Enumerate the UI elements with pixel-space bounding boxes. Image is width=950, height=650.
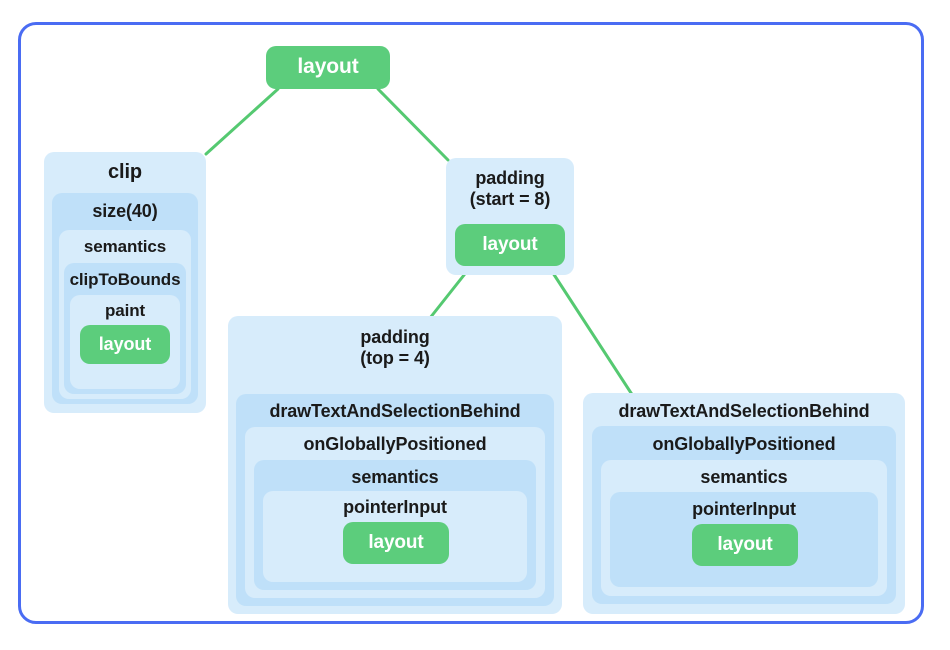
node-label: semantics — [83, 237, 167, 256]
node-clip[interactable]: clip size(40) semantics clipToBounds pai… — [44, 152, 206, 413]
node-label: semantics — [700, 467, 788, 487]
node-label: layout — [297, 55, 359, 79]
node-layout-right[interactable]: layout — [692, 524, 798, 566]
node-label: layout — [717, 533, 773, 555]
node-clip-to-bounds[interactable]: clipToBounds paint layout — [64, 263, 186, 394]
node-layout-root[interactable]: layout — [266, 46, 390, 89]
node-semantics[interactable]: semantics pointerInput layout — [254, 460, 536, 590]
node-draw-text-and-selection-behind[interactable]: drawTextAndSelectionBehind onGloballyPos… — [236, 394, 554, 606]
node-pointer-input[interactable]: pointerInput layout — [263, 491, 527, 582]
node-label: pointerInput — [692, 499, 796, 519]
node-semantics[interactable]: semantics clipToBounds paint layout — [59, 230, 191, 399]
node-label: padding (start = 8) — [469, 168, 551, 210]
node-layout-padding-start[interactable]: layout — [455, 224, 565, 266]
node-label: pointerInput — [343, 497, 447, 517]
node-label: layout — [98, 333, 152, 354]
node-label: clipToBounds — [69, 270, 181, 289]
node-pointer-input[interactable]: pointerInput layout — [610, 492, 878, 587]
node-semantics[interactable]: semantics pointerInput layout — [601, 460, 887, 596]
node-label: onGloballyPositioned — [652, 434, 836, 454]
node-label: size(40) — [92, 201, 158, 221]
node-label: layout — [368, 531, 424, 553]
node-label: semantics — [351, 467, 439, 487]
node-draw-text-and-selection-behind-right[interactable]: drawTextAndSelectionBehind onGloballyPos… — [583, 393, 905, 614]
node-paint[interactable]: paint layout — [70, 295, 180, 389]
node-layout-padding-top[interactable]: layout — [343, 522, 449, 564]
node-on-globally-positioned[interactable]: onGloballyPositioned semantics pointerIn… — [592, 426, 896, 604]
node-size-40[interactable]: size(40) semantics clipToBounds paint la… — [52, 193, 198, 404]
node-padding-start-8[interactable]: padding (start = 8) layout — [446, 158, 574, 275]
node-layout-clip[interactable]: layout — [80, 325, 170, 364]
node-label: drawTextAndSelectionBehind — [618, 401, 870, 421]
node-padding-top-4[interactable]: padding (top = 4) drawTextAndSelectionBe… — [228, 316, 562, 614]
node-label: layout — [482, 233, 538, 255]
node-label: drawTextAndSelectionBehind — [269, 401, 521, 421]
node-label: onGloballyPositioned — [303, 434, 487, 454]
node-label: clip — [107, 161, 143, 183]
node-label: padding (top = 4) — [360, 327, 430, 369]
node-label: paint — [104, 301, 146, 320]
node-on-globally-positioned[interactable]: onGloballyPositioned semantics pointerIn… — [245, 427, 545, 598]
